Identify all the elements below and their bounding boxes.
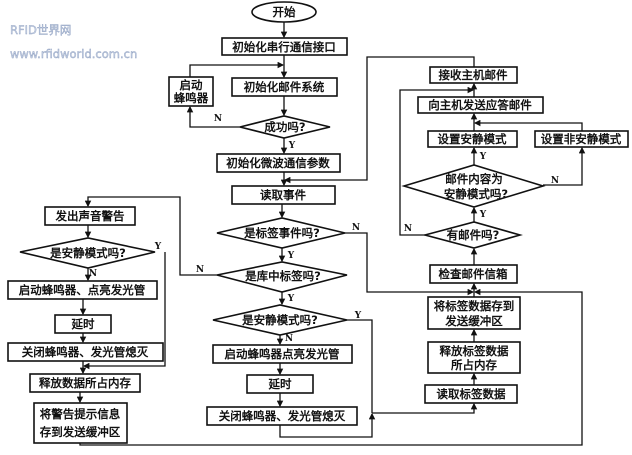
- start-node: 开始: [251, 1, 317, 23]
- svg-text:接收主机邮件: 接收主机邮件: [439, 68, 508, 82]
- init-mail-box: 初始化邮件系统: [231, 77, 338, 97]
- svg-text:安静模式吗?: 安静模式吗?: [444, 187, 508, 201]
- read-event-box: 读取事件: [231, 185, 336, 205]
- svg-text:设置非安静模式: 设置非安静模式: [541, 132, 622, 146]
- init-microwave-box: 初始化微波通信参数: [216, 153, 341, 173]
- svg-text:成功吗?: 成功吗?: [264, 120, 305, 134]
- branch-label: Y: [479, 210, 487, 220]
- set-nonquiet-box: 设置非安静模式: [534, 130, 629, 148]
- branch-label: N: [89, 269, 97, 279]
- svg-text:初始化邮件系统: 初始化邮件系统: [244, 80, 325, 94]
- branch-label: N: [214, 114, 222, 124]
- branch-label: N: [285, 334, 293, 344]
- svg-text:初始化微波通信参数: 初始化微波通信参数: [226, 156, 330, 170]
- branch-label: Y: [287, 294, 295, 304]
- svg-text:启动蜂鸣器点亮发光管: 启动蜂鸣器点亮发光管: [225, 347, 340, 361]
- svg-text:是安静模式吗?: 是安静模式吗?: [241, 313, 318, 327]
- svg-text:将警告提示信息: 将警告提示信息: [40, 407, 121, 421]
- svg-text:是库中标签吗?: 是库中标签吗?: [244, 269, 321, 283]
- svg-text:存到发送缓冲区: 存到发送缓冲区: [40, 425, 121, 439]
- branch-labels: N Y N Y N Y Y N Y N Y N Y N: [89, 114, 559, 344]
- svg-text:有邮件吗?: 有邮件吗?: [447, 228, 500, 242]
- init-serial-box: 初始化串行通信接口: [221, 37, 348, 56]
- svg-text:初始化串行通信接口: 初始化串行通信接口: [232, 40, 336, 54]
- branch-label: Y: [288, 141, 296, 151]
- svg-text:将标签数据存到: 将标签数据存到: [434, 299, 515, 313]
- svg-text:释放标签数据: 释放标签数据: [440, 344, 509, 358]
- svg-text:启动蜂鸣器、点亮发光管: 启动蜂鸣器、点亮发光管: [19, 283, 146, 297]
- branch-label: N: [551, 176, 559, 186]
- close-center-box: 关闭蜂鸣器、发光管熄灭: [206, 406, 358, 426]
- buzzer-led-center-box: 启动蜂鸣器点亮发光管: [212, 344, 353, 364]
- svg-text:开始: 开始: [273, 5, 296, 19]
- is-quiet-center-decision: 是安静模式吗?: [212, 304, 348, 336]
- start-buzzer-box: 启动 蜂鸣器: [168, 76, 214, 107]
- svg-text:释放数据所占内存: 释放数据所占内存: [39, 376, 131, 390]
- svg-text:关闭蜂鸣器、发光管熄灭: 关闭蜂鸣器、发光管熄灭: [219, 409, 346, 423]
- delay-left-box: 延时: [54, 314, 112, 334]
- svg-text:www.rfidworld.com.cn: www.rfidworld.com.cn: [10, 47, 137, 61]
- branch-label: Y: [154, 242, 162, 252]
- svg-text:设置安静模式: 设置安静模式: [438, 132, 507, 146]
- buzzer-led-left-box: 启动蜂鸣器、点亮发光管: [7, 280, 158, 300]
- delay-center-box: 延时: [246, 374, 314, 394]
- svg-text:延时: 延时: [71, 317, 95, 331]
- sound-alarm-box: 发出声音警告: [44, 206, 136, 226]
- svg-text:读取标签数据: 读取标签数据: [437, 387, 506, 401]
- svg-text:启动: 启动: [180, 78, 203, 92]
- free-tag-box: 释放标签数据 所占内存: [427, 341, 521, 374]
- branch-label: N: [352, 223, 360, 233]
- success-decision: 成功吗?: [239, 115, 331, 139]
- check-mailbox-box: 检查邮件信箱: [429, 264, 518, 284]
- is-db-tag-decision: 是库中标签吗?: [216, 261, 348, 293]
- save-alarm-box: 将警告提示信息 存到发送缓冲区: [33, 402, 128, 444]
- svg-text:延时: 延时: [268, 377, 292, 391]
- svg-text:蜂鸣器: 蜂鸣器: [174, 91, 209, 105]
- svg-text:向主机发送应答邮件: 向主机发送应答邮件: [428, 98, 532, 112]
- svg-text:RFID世界网: RFID世界网: [10, 23, 71, 37]
- svg-text:读取事件: 读取事件: [260, 188, 306, 202]
- branch-label: N: [404, 224, 412, 234]
- svg-text:邮件内容为: 邮件内容为: [445, 172, 503, 186]
- set-quiet-box: 设置安静模式: [427, 130, 518, 148]
- close-left-box: 关闭蜂鸣器、发光管熄灭: [7, 342, 164, 362]
- recv-mail-box: 接收主机邮件: [429, 66, 518, 84]
- save-tag-box: 将标签数据存到 发送缓冲区: [427, 296, 521, 330]
- branch-label: Y: [287, 251, 295, 261]
- branch-label: Y: [479, 152, 487, 162]
- mail-is-quiet-decision: 邮件内容为 安静模式吗?: [401, 164, 546, 208]
- connectors: [76, 22, 586, 446]
- branch-label: Y: [354, 311, 362, 321]
- send-reply-box: 向主机发送应答邮件: [417, 96, 544, 114]
- read-tag-box: 读取标签数据: [424, 384, 518, 404]
- has-mail-decision: 有邮件吗?: [421, 221, 523, 249]
- svg-text:关闭蜂鸣器、发光管熄灭: 关闭蜂鸣器、发光管熄灭: [22, 345, 149, 359]
- svg-text:检查邮件信箱: 检查邮件信箱: [439, 267, 508, 281]
- svg-text:是标签事件吗?: 是标签事件吗?: [243, 226, 320, 240]
- free-data-box: 释放数据所占内存: [29, 373, 141, 393]
- svg-text:发送缓冲区: 发送缓冲区: [444, 314, 503, 328]
- watermark: RFID世界网 www.rfidworld.com.cn: [10, 23, 138, 61]
- svg-text:发出声音警告: 发出声音警告: [55, 209, 125, 223]
- svg-text:是安静模式吗?: 是安静模式吗?: [49, 246, 126, 260]
- svg-text:所占内存: 所占内存: [451, 358, 497, 372]
- branch-label: N: [196, 265, 204, 275]
- is-quiet-left-decision: 是安静模式吗?: [19, 237, 156, 269]
- is-tag-event-decision: 是标签事件吗?: [216, 217, 346, 249]
